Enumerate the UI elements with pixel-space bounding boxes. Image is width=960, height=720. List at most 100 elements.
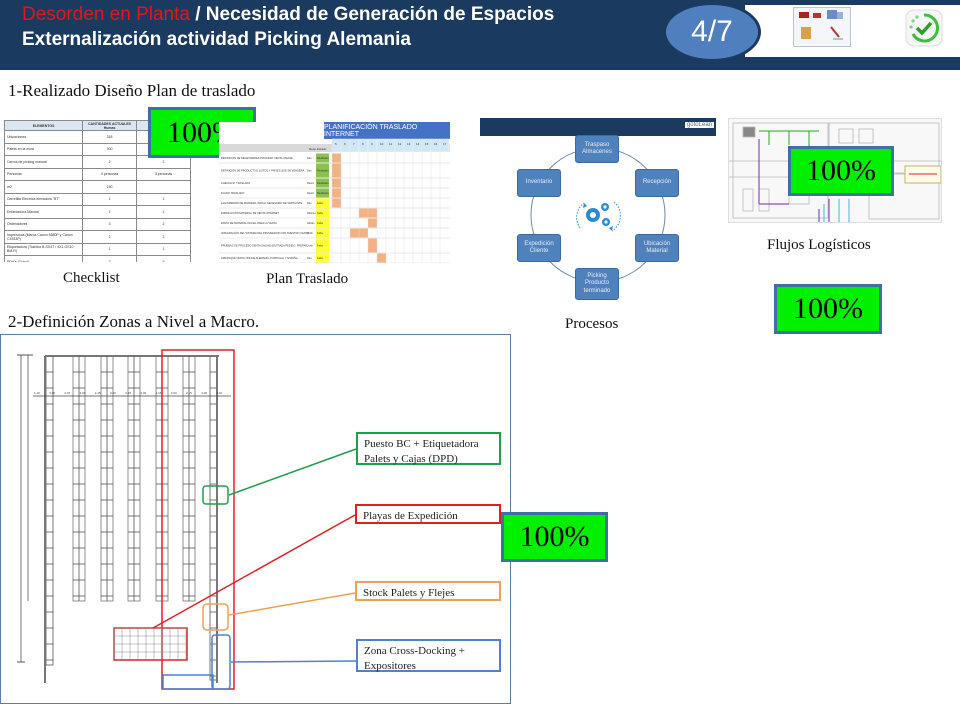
checklist-caption: Checklist bbox=[63, 270, 120, 286]
plan-status-cell bbox=[316, 163, 329, 178]
zone-red-pointer bbox=[152, 514, 356, 629]
plan-status-header: Estado bbox=[317, 147, 327, 151]
process-node-picking: Picking Producto terminado bbox=[575, 268, 619, 300]
plan-status-cell bbox=[316, 178, 329, 188]
plan-week-label: 16 bbox=[434, 142, 438, 146]
process-node-recepcion: Recepción bbox=[635, 169, 679, 197]
checklist-header-cell: CANTIDADES ACTUALES Humas bbox=[82, 120, 138, 131]
checklist-cell: Enfardadora Manual bbox=[4, 205, 84, 219]
zone-blue-pointer bbox=[230, 660, 357, 663]
page-subtitle: Externalización actividad Picking Aleman… bbox=[22, 29, 411, 50]
plan-week-label: 9 bbox=[371, 142, 373, 146]
plan-task-resp: David bbox=[307, 181, 314, 185]
procesos-caption: Procesos bbox=[565, 316, 619, 332]
checklist-cell: 2 bbox=[82, 230, 138, 244]
plan-status-cell bbox=[316, 228, 329, 238]
dimension-label: 2.15 bbox=[156, 391, 162, 395]
zone-label-line: Puesto BC + Etiquetadora bbox=[364, 438, 479, 450]
plan-caption: Plan Traslado bbox=[266, 271, 349, 287]
zone-label-playas: Playas de Expedición bbox=[355, 504, 501, 524]
checklist-cell: 1 bbox=[136, 192, 191, 206]
page-indicator-badge: 4/7 bbox=[663, 2, 761, 62]
plan-task-resp: Dav bbox=[307, 256, 312, 260]
process-node-traspaso: Traspaso Almacenes bbox=[575, 135, 619, 163]
plan-gantt-bar bbox=[332, 178, 341, 188]
header-bar: Desorden en Planta / Necesidad de Genera… bbox=[0, 0, 960, 70]
plan-status-label: Realizado bbox=[317, 181, 329, 185]
checklist-cell: Etiquetadora (Toshiba B-SX4T / 4X1-GS10 … bbox=[4, 242, 84, 256]
plan-status-label: Falta bbox=[317, 256, 323, 260]
dimension-label: 3.00 bbox=[110, 391, 116, 395]
plan-week-label: 17 bbox=[443, 142, 447, 146]
plan-task-resp: Adrian bbox=[307, 221, 315, 225]
plan-status-cell bbox=[316, 238, 329, 253]
zone-label-line: Zona Cross-Docking + bbox=[364, 645, 465, 657]
checklist-cell: 300 bbox=[82, 142, 138, 156]
gears-icon bbox=[586, 203, 610, 226]
section2-label: 2-Definición Zonas a Nivel a Macro. bbox=[8, 312, 260, 331]
checklist-cell: 3 bbox=[82, 217, 138, 231]
plan-week-label: 7 bbox=[353, 142, 355, 146]
page-title: Desorden en Planta / Necesidad de Genera… bbox=[22, 4, 554, 26]
plan-week-label: 6 bbox=[344, 142, 346, 146]
checklist-cell: 1 bbox=[82, 242, 138, 256]
checklist-cell: 3 personas bbox=[136, 167, 191, 181]
flujos-logisticos-image bbox=[728, 118, 942, 223]
procesos-banner: gotoLean bbox=[480, 118, 716, 136]
plan-gantt-bar bbox=[332, 163, 341, 178]
plan-task-name: DEFINICIÓN DE NECESIDADES PROCESO VENTA … bbox=[221, 155, 293, 160]
procesos-diagram: gotoLean Traspaso Almacenes Recepción Ub… bbox=[480, 118, 716, 300]
process-node-expedicion: Expedición Cliente bbox=[517, 234, 561, 262]
zone-label-line: Stock Palets y Flejes bbox=[363, 587, 455, 599]
plan-task-name: DEFINICIÓN DE PRODUCTOS, LISTOS Y PAÍSES… bbox=[221, 168, 304, 173]
checklist-cell: 3 personas bbox=[82, 167, 138, 181]
checklist-cell: 1 bbox=[136, 205, 191, 219]
plan-status-label: Falta bbox=[317, 244, 323, 248]
dimension-label: 3.00 bbox=[80, 391, 86, 395]
plan-status-cell bbox=[316, 218, 329, 228]
plan-status-cell bbox=[316, 253, 329, 263]
section1-label: 1-Realizado Diseño Plan de traslado bbox=[8, 81, 256, 100]
flujos-caption: Flujos Logísticos bbox=[767, 237, 871, 253]
checklist-cell: Carros de picking manual bbox=[4, 155, 84, 169]
checklist-cell: Personas bbox=[4, 167, 84, 181]
plan-task-resp: Dav bbox=[307, 156, 312, 160]
dimension-label: 3.00 bbox=[140, 391, 146, 395]
dimension-label: 2.15 bbox=[125, 391, 131, 395]
plan-status-cell bbox=[316, 208, 329, 218]
dimension-label: 3.00 bbox=[171, 391, 177, 395]
plan-task-resp: Jordi bbox=[307, 244, 313, 248]
rack-column bbox=[209, 355, 218, 681]
plan-task-resp: Alfonso bbox=[307, 211, 316, 215]
checklist-row: Impresoras (Marca Canon 5580P y Canon C1… bbox=[4, 230, 191, 244]
header-icon-bar bbox=[745, 5, 960, 57]
plan-title: PLANIFICACIÓN TRASLADO INTERNET bbox=[324, 122, 450, 139]
plan-week-label: 5 bbox=[335, 142, 337, 146]
checklist-header-cell: ELEMENTOS bbox=[4, 120, 84, 131]
checklist-cell: 5 bbox=[136, 255, 191, 262]
zone-label-line: Palets y Cajas (DPD) bbox=[364, 452, 458, 465]
plan-task-name: INTEGRACIÓN DEL SISTEMA DEL PROVEEDOR CO… bbox=[221, 230, 309, 235]
checklist-cell: 150 bbox=[82, 180, 138, 194]
plan-task-name: PLANO TRASLADO bbox=[221, 191, 244, 195]
title-highlight: Desorden en Planta bbox=[22, 4, 190, 25]
dimension-label: 1.10 bbox=[216, 391, 222, 395]
zone-label-line: Playas de Expedición bbox=[363, 510, 458, 522]
dimension-label: 2.15 bbox=[186, 391, 192, 395]
plan-week-label: 13 bbox=[407, 142, 411, 146]
plan-task-resp: Dav bbox=[307, 201, 312, 205]
zone-label-puesto-bc: Puesto BC + Etiquetadora Palets y Cajas … bbox=[356, 432, 501, 465]
checklist-done-icon bbox=[905, 9, 943, 47]
dimension-label: 3.00 bbox=[201, 391, 207, 395]
plan-status-label: Falta bbox=[317, 231, 323, 235]
checklist-cell: Ordenadores bbox=[4, 217, 84, 231]
checklist-cell: Palets en la zona bbox=[4, 142, 84, 156]
plan-traslado-image: PLANIFICACIÓN TRASLADO INTERNET Resp.Est… bbox=[219, 122, 450, 263]
process-node-ubicacion: Ubicación Material bbox=[635, 234, 679, 262]
